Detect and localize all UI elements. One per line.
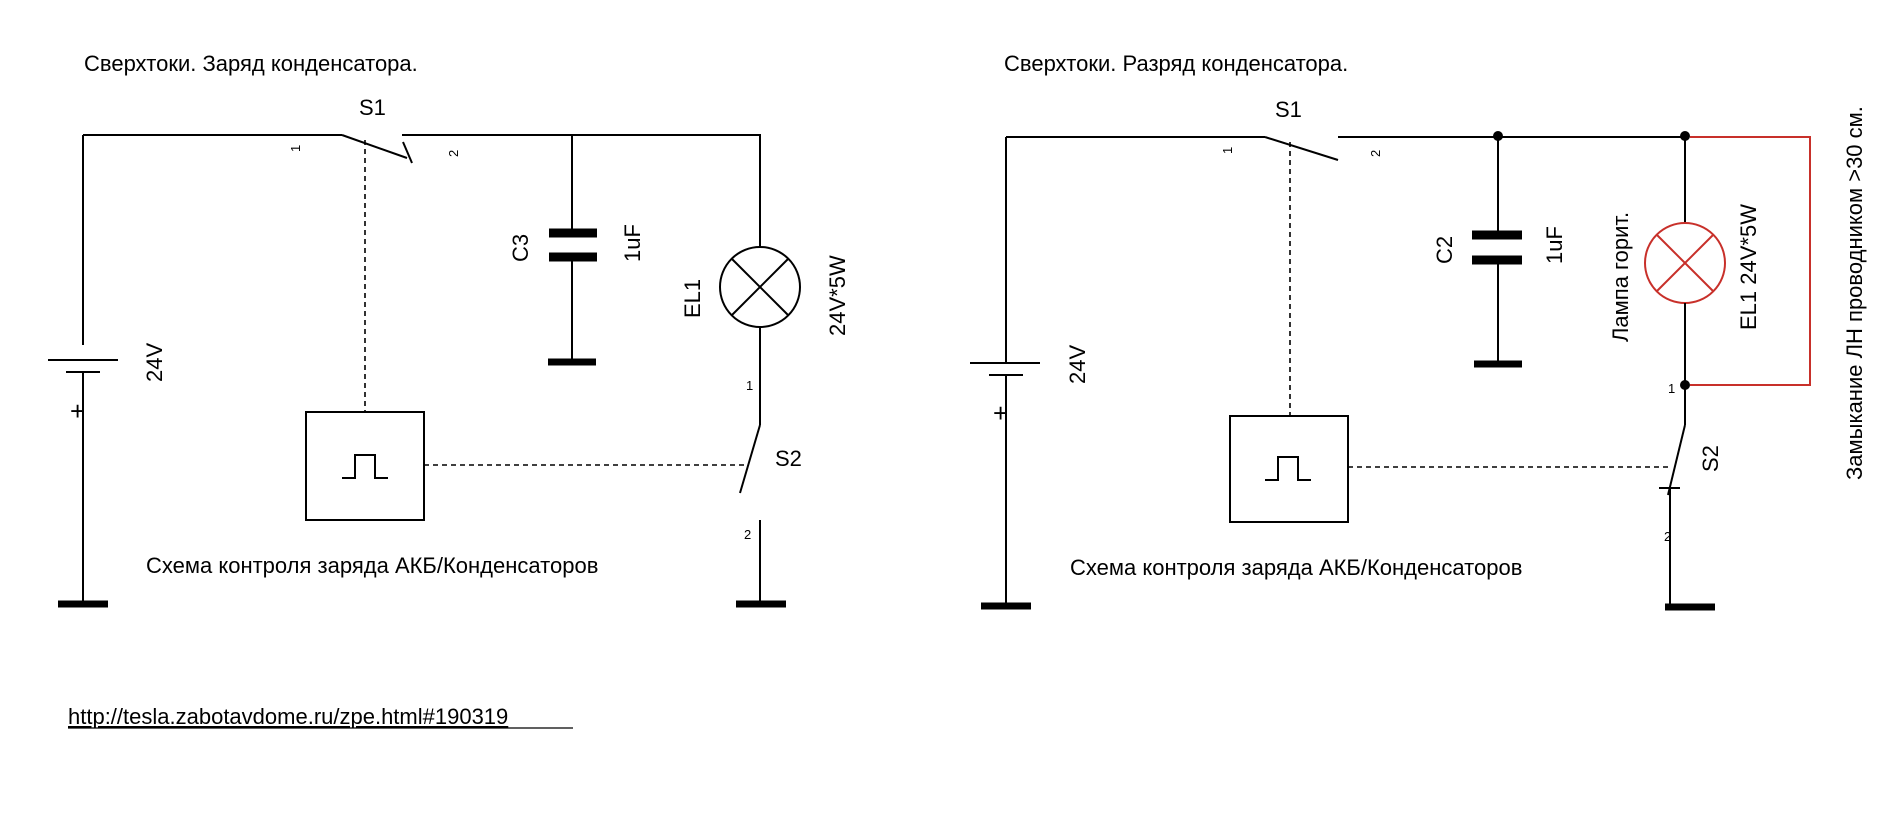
right-controller-caption: Схема контроля заряда АКБ/Конденсаторов — [1070, 555, 1522, 580]
right-battery-voltage: 24V — [1065, 345, 1090, 384]
left-s1-contact — [402, 141, 413, 164]
left-cap-ref: C3 — [508, 234, 533, 262]
right-cap-value: 1uF — [1542, 226, 1567, 264]
right-junction-cap — [1493, 131, 1503, 141]
source-url: http://tesla.zabotavdome.ru/zpe.html#190… — [68, 704, 508, 729]
left-s2-pin1: 1 — [746, 378, 753, 393]
left-s1-pin1: 1 — [288, 145, 303, 152]
left-title: Сверхтоки. Заряд конденсатора. — [84, 51, 418, 76]
right-battery-plus: + — [993, 398, 1008, 428]
right-s2-blade — [1667, 424, 1686, 496]
left-cap-value: 1uF — [620, 224, 645, 262]
right-title: Сверхтоки. Разряд конденсатора. — [1004, 51, 1348, 76]
right-junction-lamp-top — [1680, 131, 1690, 141]
left-s2-label: S2 — [775, 446, 802, 471]
left-pulse-icon — [342, 454, 388, 479]
right-s1-pin1: 1 — [1220, 147, 1235, 154]
left-s1-blade — [341, 134, 408, 159]
right-s2-label: S2 — [1698, 445, 1723, 472]
left-controller-box — [305, 411, 425, 521]
left-s2-pin2: 2 — [744, 527, 751, 542]
right-s1-blade — [1264, 136, 1339, 161]
right-s1-pin2: 2 — [1368, 150, 1383, 157]
right-lamp-cross-b — [1656, 234, 1714, 292]
right-s2-pin2: 2 — [1664, 529, 1671, 544]
right-pulse-icon — [1265, 456, 1311, 481]
left-battery-plus: + — [70, 396, 85, 426]
left-battery-voltage: 24V — [142, 343, 167, 382]
left-s1-label: S1 — [359, 95, 386, 120]
right-controller-box — [1229, 415, 1349, 523]
left-s2-blade — [739, 424, 761, 494]
left-circuit: Сверхтоки. Заряд конденсатора. + 24V S1 … — [48, 51, 850, 608]
left-controller-caption: Схема контроля заряда АКБ/Конденсаторов — [146, 553, 598, 578]
right-s2-pin1: 1 — [1668, 381, 1675, 396]
left-wire-top-b — [402, 134, 761, 248]
right-cap-ref: C2 — [1432, 236, 1457, 264]
left-lamp-rating: 24V*5W — [825, 255, 850, 336]
left-lamp-ref: EL1 — [680, 279, 705, 318]
right-short-note: Замыкание ЛН проводником >30 см. — [1842, 106, 1867, 480]
right-short-conductor — [1690, 136, 1811, 386]
right-s1-label: S1 — [1275, 97, 1302, 122]
right-lamp-status: Лампа горит. — [1608, 212, 1633, 342]
left-lamp-cross-b — [731, 258, 789, 316]
right-lamp-label: EL1 24V*5W — [1736, 204, 1761, 330]
left-s1-pin2: 2 — [446, 150, 461, 157]
right-circuit: Сверхтоки. Разряд конденсатора. + 24V S1… — [970, 51, 1867, 611]
